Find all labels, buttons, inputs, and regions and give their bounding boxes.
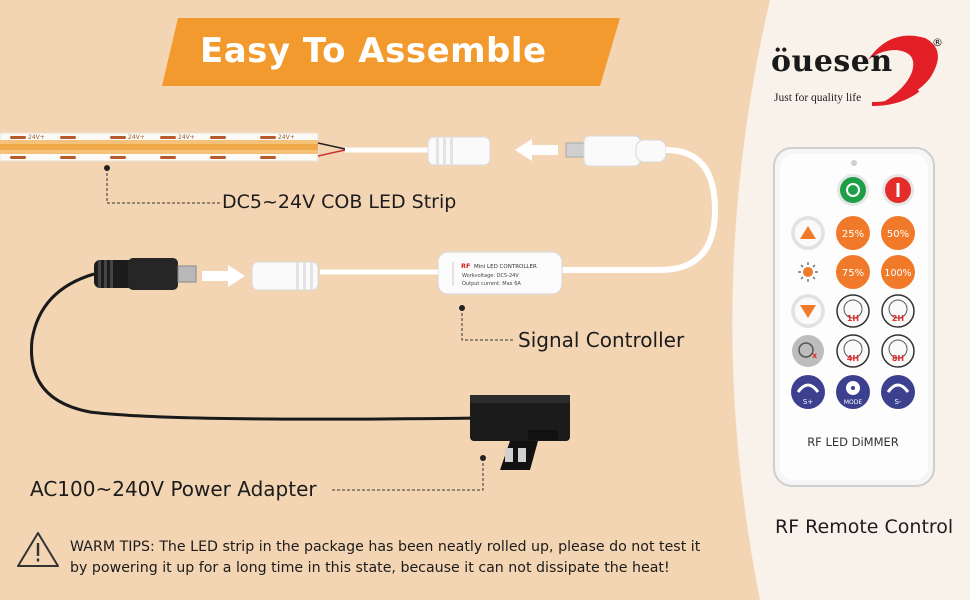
strip-segment-label: 24V+ [128,134,145,141]
arrow-right-icon [202,265,245,287]
title-banner [162,18,620,86]
adapter-label: AC100~240V Power Adapter [30,477,317,501]
brand-logo-mark [868,35,938,106]
signal-controller: RF Mini LED CONTROLLER Workvoltage: DC5-… [437,251,563,295]
brightness-25-label: 25% [842,229,864,240]
remote-label: RF Remote Control [775,516,954,538]
brightness-75-label: 75% [842,268,864,279]
controller-brand: RF [461,262,470,270]
brightness-25-button[interactable] [836,216,870,250]
female-connector-top [427,136,491,166]
brand-name: öuesen [771,44,893,79]
svg-text:x: x [812,351,818,360]
adapter-cable [29,272,481,421]
brightness-50-button[interactable] [881,216,915,250]
speed-up-button[interactable] [791,375,825,409]
controller-label: Signal Controller [518,328,685,352]
banner-title: Easy To Assemble [200,31,547,71]
power-on-button[interactable] [840,177,866,203]
registered-mark: ® [932,36,943,49]
timer-4h-button[interactable]: 4H [836,334,870,368]
rf-remote: x 25% 50% 75% 100% 1H 2H [773,147,935,487]
arrow-left-icon [515,139,558,161]
brightness-icon [798,262,818,282]
left-panel [0,0,770,600]
arrow-up-icon [800,226,816,239]
strip-segment-label: 24V+ [28,134,45,141]
brightness-100-button[interactable] [881,255,915,289]
timer-2h-button[interactable]: 2H [881,294,915,328]
timer-4h-label: 4H [847,354,859,363]
controller-spec-2: Output current: Max 6A [462,281,521,287]
timer-off-button[interactable] [792,335,824,367]
brightness-75-button[interactable] [836,255,870,289]
warning-icon [17,532,59,567]
led-strip: 24V+ 24V+ 24V+ 24V+ [0,132,346,162]
mode-label: MODE [844,399,863,406]
timer-8h-button[interactable]: 8H [881,334,915,368]
strip-segment-label: 24V+ [178,134,195,141]
arrow-down-icon [800,305,816,318]
brightness-50-label: 50% [887,229,909,240]
controller-spec-1: Workvoltage: DC5-24V [462,273,519,279]
speed-up-label: S+ [803,398,813,406]
controller-output-cable [560,147,719,273]
timer-2h-label: 2H [892,314,904,323]
strip-segment-label: 24V+ [278,134,295,141]
timer-1h-button[interactable]: 1H [836,294,870,328]
timer-1h-label: 1H [847,314,859,323]
male-connector-top [565,135,667,167]
speed-down-button[interactable] [881,375,915,409]
warning-text: WARM TIPS: The LED strip in the package … [70,539,701,576]
adapter-male-connector [94,258,197,290]
speed-down-label: S- [895,398,902,406]
controller-title: Mini LED CONTROLLER [474,264,537,270]
brand-tagline: Just for quality life [774,92,862,104]
remote-title: RF LED DiMMER [807,435,899,449]
timer-8h-label: 8H [892,354,904,363]
power-adapter [470,395,570,470]
brightness-100-label: 100% [884,268,911,279]
strip-label: DC5~24V COB LED Strip [222,191,457,213]
female-connector-middle [251,261,319,291]
